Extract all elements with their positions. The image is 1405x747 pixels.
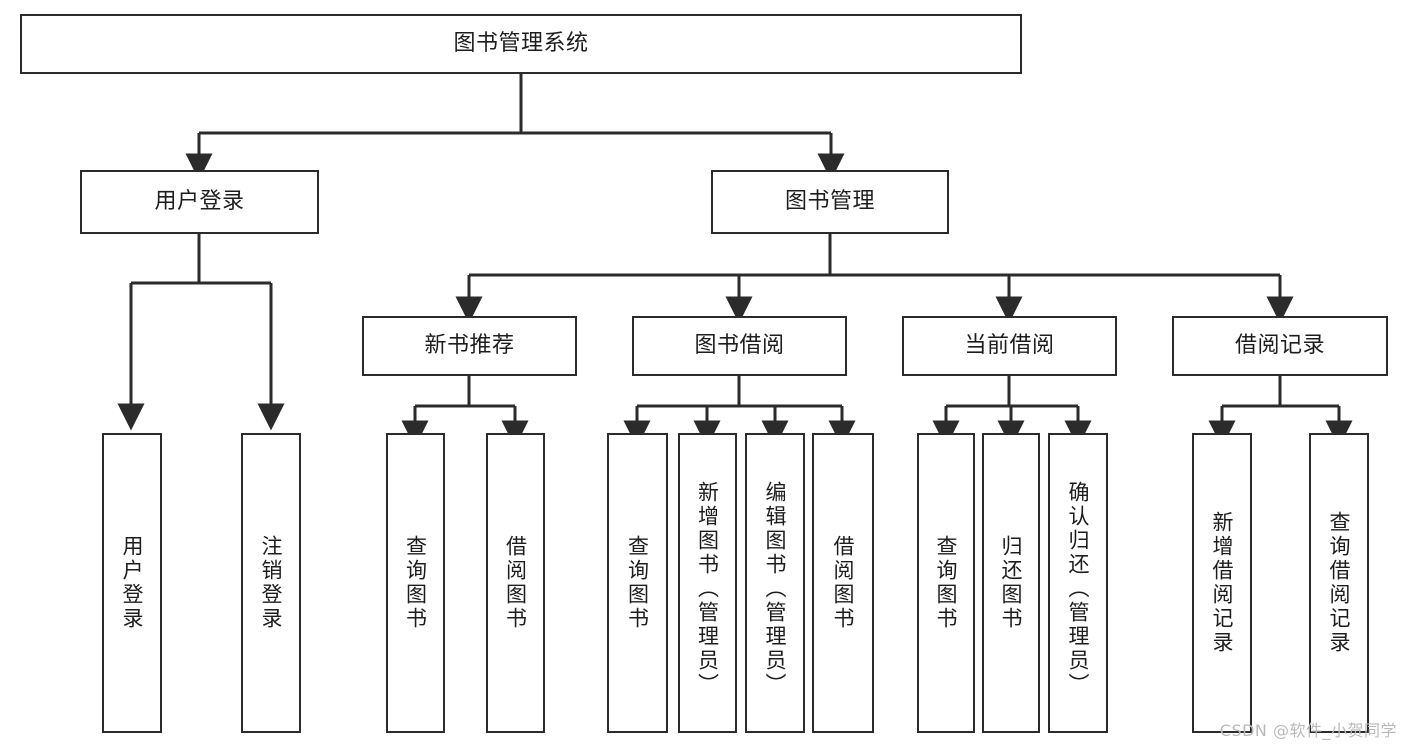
node-label: 图书管理 <box>784 189 875 215</box>
node-label: 查询借阅记录 <box>1327 511 1352 655</box>
node-label: 查询图书 <box>625 535 650 631</box>
node-label: 查询图书 <box>403 535 428 631</box>
node-label: 注销登录 <box>259 535 284 631</box>
node-label: 新增图书（管理员） <box>695 481 720 697</box>
node-book-management[interactable]: 图书管理 <box>711 170 949 234</box>
node-borrowing-records[interactable]: 借阅记录 <box>1172 316 1388 376</box>
node-label: 确认归还（管理员） <box>1066 481 1091 697</box>
node-label: 当前借阅 <box>964 333 1055 359</box>
csdn-watermark: CSDN @软件_小贺同学 <box>1219 721 1397 740</box>
node-book-borrowing[interactable]: 图书借阅 <box>632 316 847 376</box>
leaf-borrow-books-borrowing[interactable]: 借阅图书 <box>812 433 874 733</box>
node-label: 新增借阅记录 <box>1210 511 1235 655</box>
node-label: 图书借阅 <box>694 333 785 359</box>
leaf-return-books[interactable]: 归还图书 <box>982 433 1040 733</box>
node-label: 借阅记录 <box>1234 333 1325 359</box>
leaf-query-books-current[interactable]: 查询图书 <box>917 433 975 733</box>
leaf-add-book-admin[interactable]: 新增图书（管理员） <box>678 433 737 733</box>
node-label: 用户登录 <box>120 535 145 631</box>
node-label: 图书管理系统 <box>453 31 589 57</box>
leaf-borrow-books-recommendation[interactable]: 借阅图书 <box>486 433 545 733</box>
node-label: 编辑图书（管理员） <box>763 481 788 697</box>
node-label: 新书推荐 <box>424 333 515 359</box>
leaf-query-books-borrowing[interactable]: 查询图书 <box>607 433 668 733</box>
node-label: 借阅图书 <box>503 535 528 631</box>
leaf-confirm-return-admin[interactable]: 确认归还（管理员） <box>1048 433 1108 733</box>
node-current-borrowing[interactable]: 当前借阅 <box>902 316 1117 376</box>
node-label: 归还图书 <box>999 535 1024 631</box>
node-label: 查询图书 <box>934 535 959 631</box>
leaf-query-borrowing-record[interactable]: 查询借阅记录 <box>1309 433 1369 733</box>
node-user-login[interactable]: 用户登录 <box>80 170 319 234</box>
node-label: 借阅图书 <box>831 535 856 631</box>
leaf-add-borrowing-record[interactable]: 新增借阅记录 <box>1192 433 1252 733</box>
node-label: 用户登录 <box>154 189 245 215</box>
leaf-logout[interactable]: 注销登录 <box>241 433 301 733</box>
leaf-user-login[interactable]: 用户登录 <box>102 433 162 733</box>
leaf-edit-book-admin[interactable]: 编辑图书（管理员） <box>745 433 805 733</box>
node-new-book-recommendation[interactable]: 新书推荐 <box>362 316 577 376</box>
node-root-book-management-system[interactable]: 图书管理系统 <box>20 14 1022 74</box>
leaf-query-books-recommendation[interactable]: 查询图书 <box>386 433 445 733</box>
